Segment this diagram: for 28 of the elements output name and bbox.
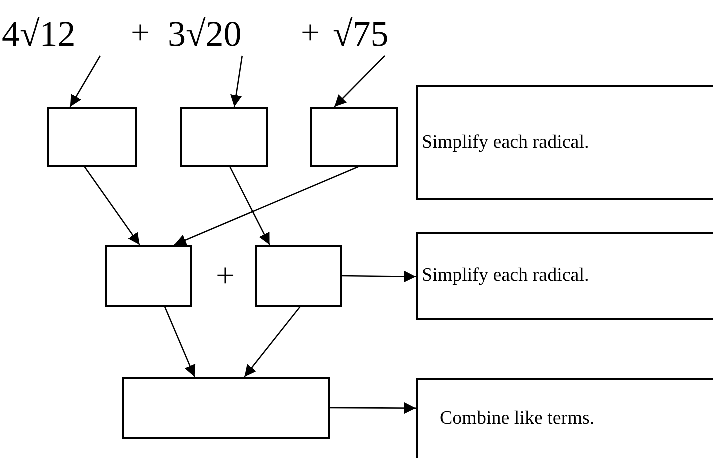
answer-box xyxy=(122,377,330,439)
step-box xyxy=(416,85,713,200)
arrow xyxy=(164,306,196,378)
step-box xyxy=(416,378,713,458)
answer-box xyxy=(105,245,192,307)
arrow xyxy=(84,166,140,246)
arrow xyxy=(70,56,101,108)
arrow xyxy=(330,402,416,414)
radical-term: 4√12 xyxy=(2,12,122,56)
answer-box xyxy=(47,107,137,167)
arrow xyxy=(334,56,386,108)
answer-box xyxy=(310,107,398,167)
arrow xyxy=(230,56,244,108)
plus-sign: + xyxy=(301,14,320,54)
arrow xyxy=(342,270,416,283)
radical-term: √75 xyxy=(333,12,413,56)
step-text: Simplify each radical. xyxy=(422,265,590,287)
plus-sign: + xyxy=(216,257,236,297)
radical-term: 3√20 xyxy=(168,12,288,56)
step-text: Combine like terms. xyxy=(440,408,595,430)
answer-box xyxy=(255,245,342,307)
arrow xyxy=(244,306,301,378)
plus-sign: + xyxy=(131,14,150,54)
step-box xyxy=(416,232,713,320)
step-text: Simplify each radical. xyxy=(422,132,590,154)
answer-box xyxy=(180,107,268,167)
arrow xyxy=(174,166,359,246)
arrow xyxy=(230,166,270,246)
